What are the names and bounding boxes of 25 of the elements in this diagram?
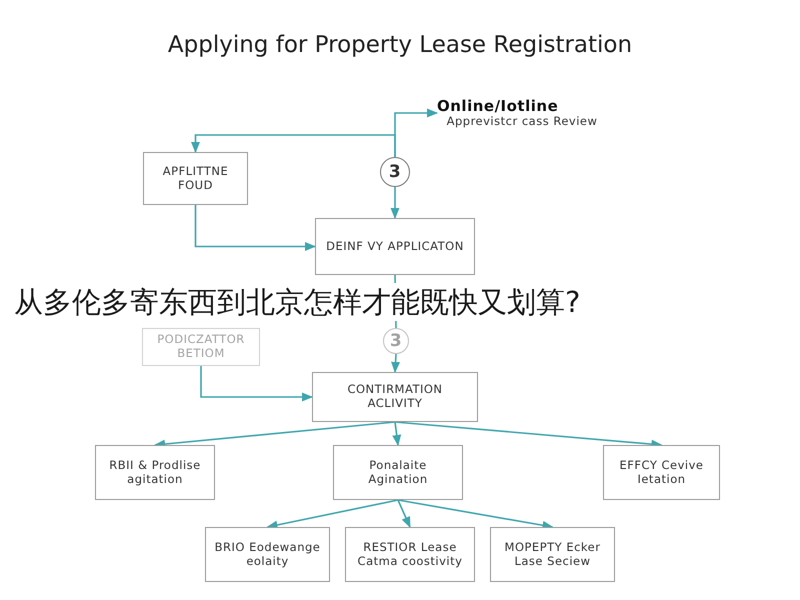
process-box: Ponalaite Agination <box>333 445 463 500</box>
step-circle: 3 <box>383 328 409 354</box>
arrow <box>266 499 398 530</box>
arrow <box>391 354 400 374</box>
arrow <box>194 205 316 251</box>
process-box: RBII & Prodlise agitation <box>95 445 215 500</box>
process-box: RESTIOR Lease Catma coostivity <box>345 527 475 582</box>
process-box: DEINF VY APPLICATON <box>315 218 475 275</box>
arrow <box>200 366 314 402</box>
process-box: BRIO Eodewange eolaity <box>205 527 330 582</box>
arrow <box>398 499 554 530</box>
heading-text: Online/Iotline <box>437 97 560 116</box>
step-circle: 3 <box>380 157 410 187</box>
arrow <box>397 500 411 528</box>
arrow <box>191 134 396 157</box>
process-box: EFFCY Cevive Ietation <box>603 445 720 500</box>
arrow <box>392 422 402 446</box>
title: Applying for Property Lease Registration <box>166 32 634 58</box>
body-text: Apprevistcr cass Review <box>446 115 598 129</box>
process-box: PODICZATTOR BETIOM <box>142 328 260 366</box>
overlay-text: 从多伦多寄东西到北京怎样才能既快又划算? <box>14 283 580 321</box>
process-box: APFLITTNE FOUD <box>143 152 248 205</box>
process-box: MOPEPTY Ecker Lase Seciew <box>490 527 615 582</box>
process-box: CONTIRMATION ACLIVITY <box>312 372 478 422</box>
arrow <box>390 187 400 220</box>
